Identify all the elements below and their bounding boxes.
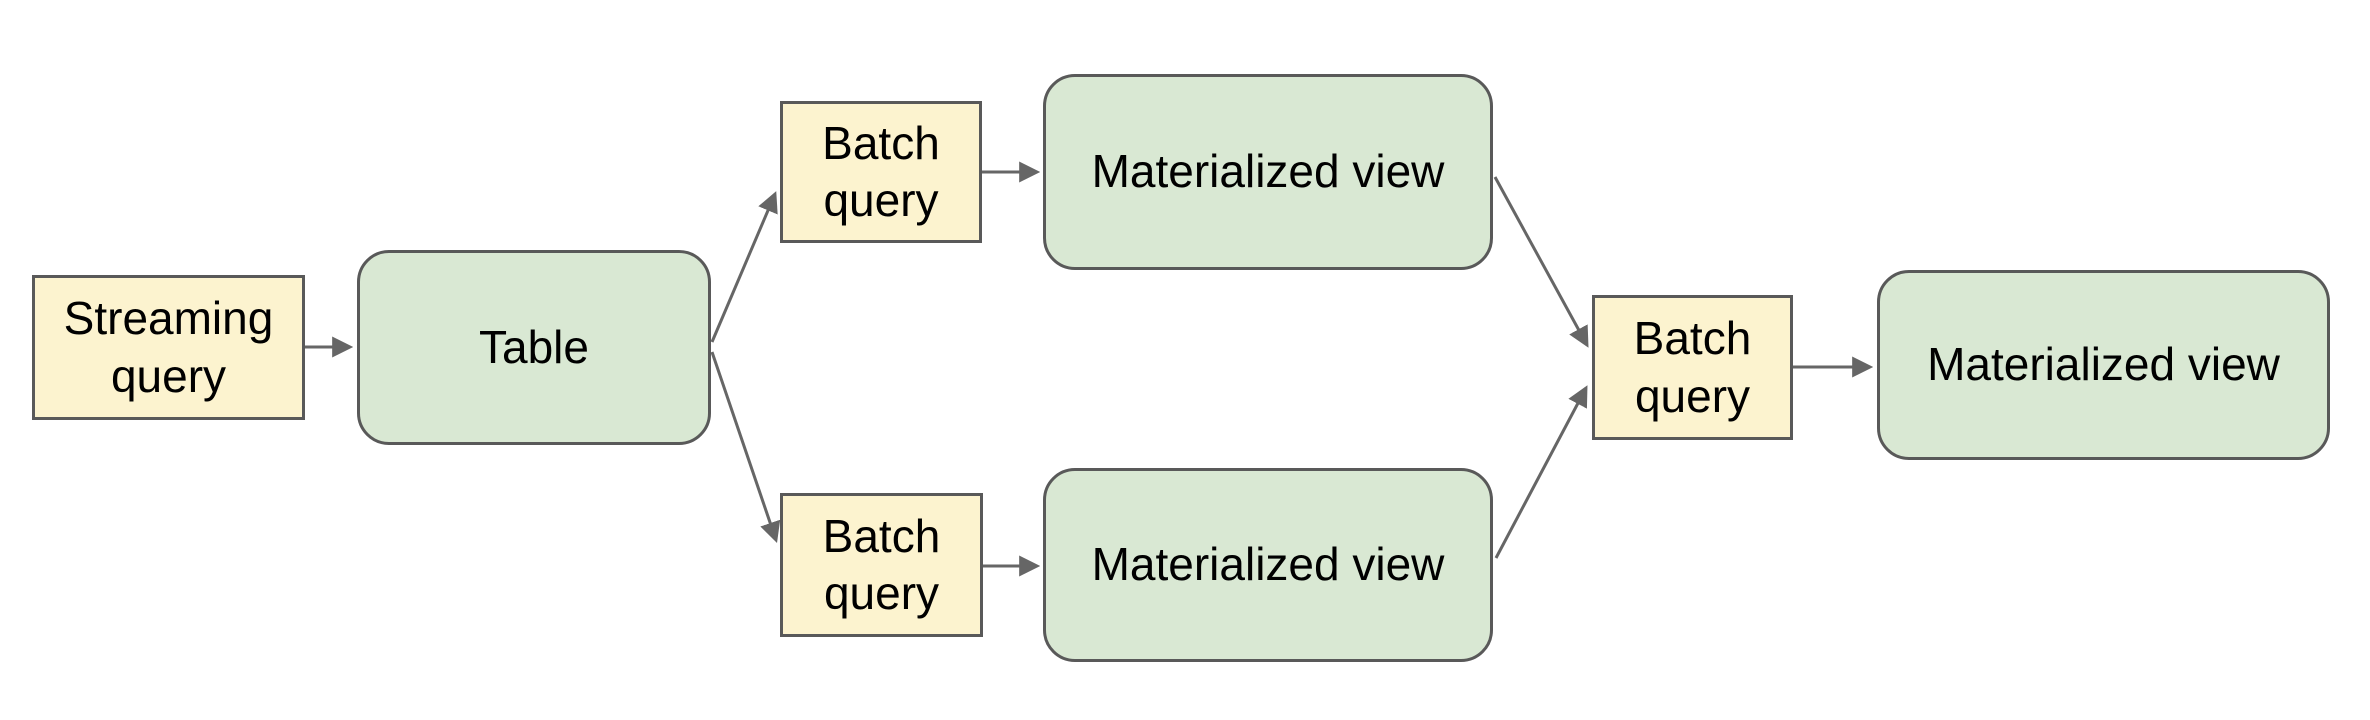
node-batch-query-top: Batch query bbox=[780, 101, 982, 243]
materialized-view-top-label: Materialized view bbox=[1091, 145, 1445, 198]
table-label: Table bbox=[479, 320, 589, 373]
node-batch-query-merge: Batch query bbox=[1592, 295, 1793, 440]
streaming-query-label: Streaming query bbox=[63, 292, 274, 402]
node-batch-query-bottom: Batch query bbox=[780, 493, 983, 637]
materialized-view-final-label: Materialized view bbox=[1927, 338, 2280, 391]
node-materialized-view-bottom: Materialized view bbox=[1043, 468, 1493, 662]
node-streaming-query: Streaming query bbox=[32, 275, 305, 420]
edge-table-to-batch-query-top bbox=[710, 191, 778, 343]
batch-query-merge-label: Batch query bbox=[1633, 312, 1752, 422]
edge-table-to-batch-query-bottom bbox=[710, 351, 781, 543]
materialized-view-bottom-label: Materialized view bbox=[1091, 538, 1445, 591]
node-materialized-view-top: Materialized view bbox=[1043, 74, 1493, 270]
node-materialized-view-final: Materialized view bbox=[1877, 270, 2330, 460]
edge-materialized-view-top-to-batch-query-merge bbox=[1493, 176, 1589, 348]
edge-materialized-view-bottom-to-batch-query-merge bbox=[1494, 385, 1588, 559]
batch-query-top-label: Batch query bbox=[822, 116, 940, 227]
batch-query-bottom-label: Batch query bbox=[822, 509, 941, 620]
node-table: Table bbox=[357, 250, 711, 445]
